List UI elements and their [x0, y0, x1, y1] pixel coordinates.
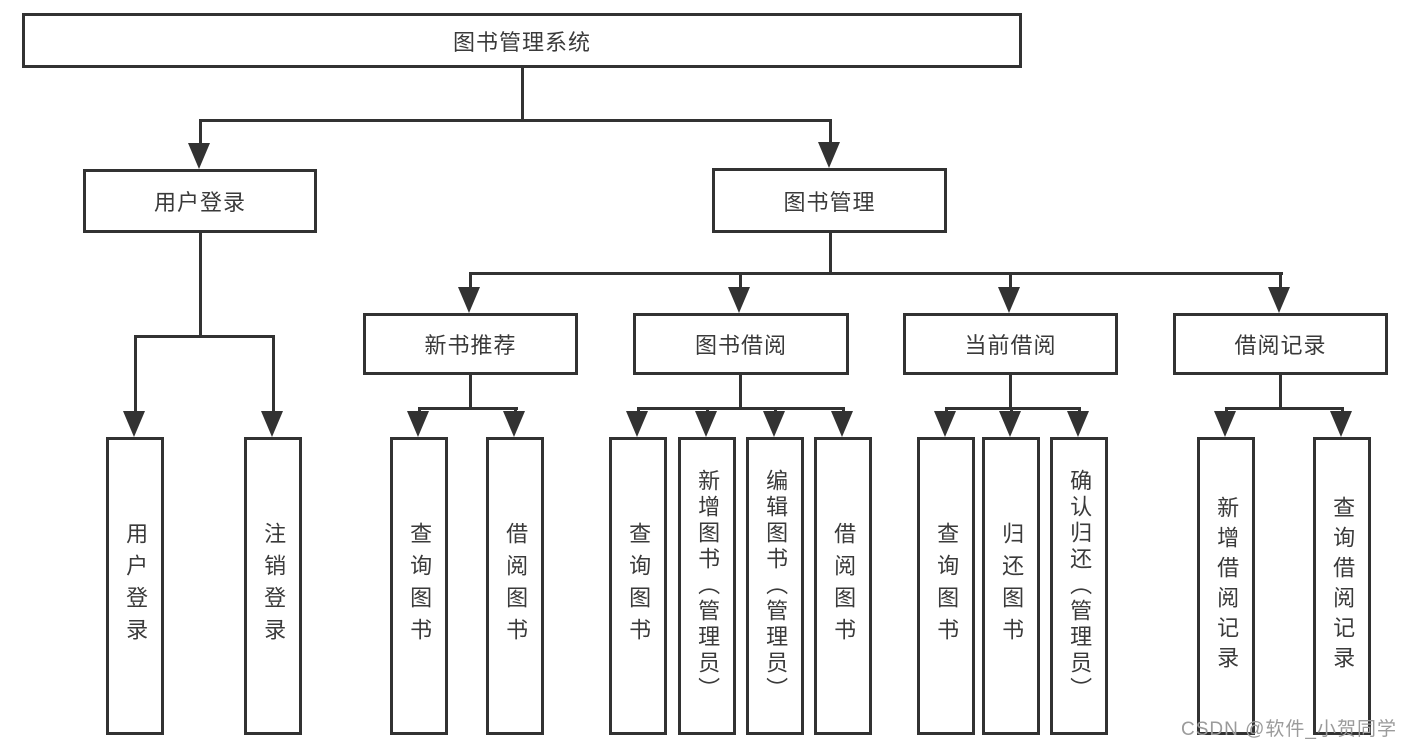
arrowhead-br-query: [1330, 411, 1352, 437]
connector-root-bar: [199, 119, 832, 122]
leaf-bb-add-books-admin: 新增图书（管理员）: [678, 437, 736, 735]
connector-root-to-book-mgmt: [829, 119, 832, 144]
leaf-bb-query-books: 查询图书: [609, 437, 667, 735]
leaf-nb-borrow-books: 借阅图书: [486, 437, 544, 735]
arrowhead-br-add: [1214, 411, 1236, 437]
arrowhead-bb-query: [626, 411, 648, 437]
connector-book-borrow-bar: [637, 407, 845, 410]
connector-to-leaf-logout: [272, 335, 275, 413]
csdn-watermark: CSDN @软件_小贺同学: [1181, 719, 1397, 740]
arrowhead-current-borrow: [998, 287, 1020, 313]
arrowhead-new-books: [458, 287, 480, 313]
arrowhead-user-login: [188, 143, 210, 169]
connector-new-books-bar: [418, 407, 518, 410]
arrowhead-bb-add: [695, 411, 717, 437]
arrowhead-nb-query: [407, 411, 429, 437]
connector-new-books-stem: [469, 375, 472, 410]
leaf-bb-borrow-books: 借阅图书: [814, 437, 872, 735]
arrowhead-book-mgmt: [818, 142, 840, 168]
node-root: 图书管理系统: [22, 13, 1022, 68]
connector-current-borrow-bar: [945, 407, 1081, 410]
connector-to-current-borrow: [1009, 272, 1012, 289]
connector-borrow-records-stem: [1279, 375, 1282, 410]
arrowhead-nb-borrow: [503, 411, 525, 437]
connector-to-book-borrow: [739, 272, 742, 289]
connector-current-borrow-stem: [1009, 375, 1012, 410]
leaf-bb-edit-books-admin: 编辑图书（管理员）: [746, 437, 804, 735]
connector-user-login-bar: [134, 335, 275, 338]
leaf-br-add-record: 新增借阅记录: [1197, 437, 1255, 735]
arrowhead-leaf-logout: [261, 411, 283, 437]
connector-to-leaf-user-login: [134, 335, 137, 413]
leaf-cb-return-books: 归还图书: [982, 437, 1040, 735]
leaf-user-login: 用户登录: [106, 437, 164, 735]
leaf-br-query-record: 查询借阅记录: [1313, 437, 1371, 735]
arrowhead-cb-return: [999, 411, 1021, 437]
node-borrow-records: 借阅记录: [1173, 313, 1388, 375]
leaf-cb-query-books: 查询图书: [917, 437, 975, 735]
leaf-logout: 注销登录: [244, 437, 302, 735]
connector-borrow-records-bar: [1225, 407, 1344, 410]
arrowhead-cb-confirm: [1067, 411, 1089, 437]
node-book-borrow: 图书借阅: [633, 313, 849, 375]
arrowhead-bb-edit: [763, 411, 785, 437]
leaf-nb-query-books: 查询图书: [390, 437, 448, 735]
connector-root-to-user-login: [199, 119, 202, 145]
arrowhead-cb-query: [934, 411, 956, 437]
node-user-login: 用户登录: [83, 169, 317, 233]
connector-book-borrow-stem: [739, 375, 742, 410]
arrowhead-book-borrow: [728, 287, 750, 313]
connector-root-stem: [521, 68, 524, 122]
node-current-borrow: 当前借阅: [903, 313, 1118, 375]
connector-book-mgmt-bar: [469, 272, 1283, 275]
arrowhead-borrow-records: [1268, 287, 1290, 313]
node-new-books: 新书推荐: [363, 313, 578, 375]
leaf-cb-confirm-return-admin: 确认归还（管理员）: [1050, 437, 1108, 735]
connector-to-borrow-records: [1279, 272, 1282, 289]
connector-to-new-books: [469, 272, 472, 289]
connector-user-login-stem: [199, 233, 202, 335]
arrowhead-bb-borrow: [831, 411, 853, 437]
arrowhead-leaf-user-login: [123, 411, 145, 437]
node-book-mgmt: 图书管理: [712, 168, 947, 233]
connector-book-mgmt-stem: [829, 233, 832, 275]
